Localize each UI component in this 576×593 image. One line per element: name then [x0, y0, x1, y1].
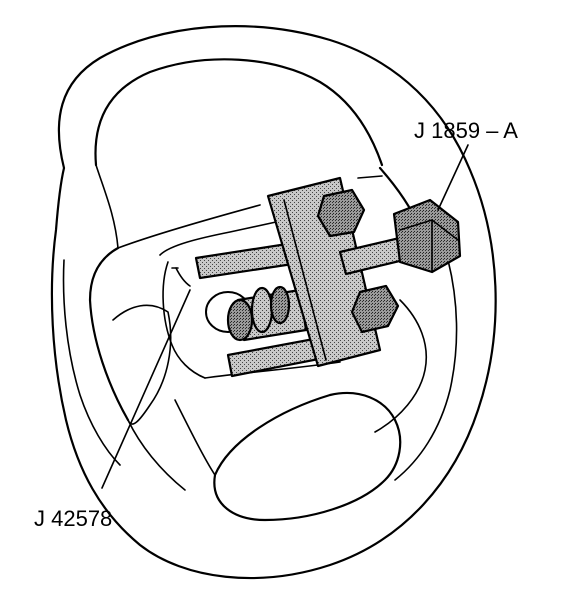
leader-line-adapter: [101, 289, 191, 489]
adapter-tool: [194, 240, 336, 378]
steering-wheel: [50, 25, 497, 580]
puller-tool: [266, 176, 462, 368]
callout-j42578: J 42578: [34, 506, 112, 531]
callout-j1859a: J 1859 – A: [414, 118, 518, 143]
leader-line-puller: [437, 144, 469, 211]
